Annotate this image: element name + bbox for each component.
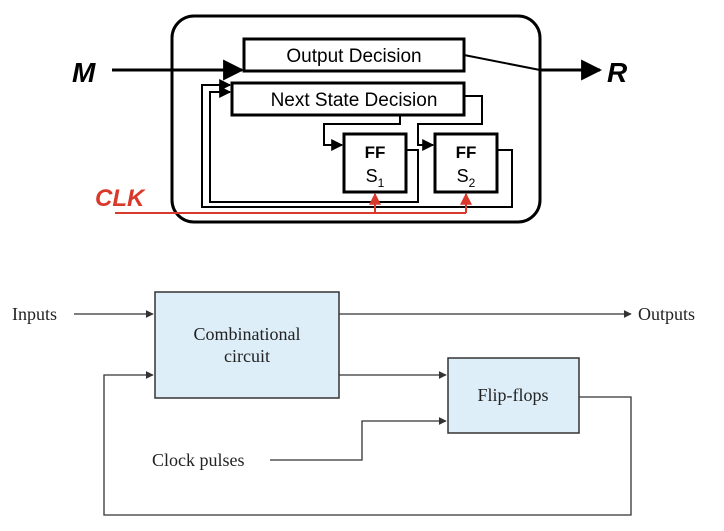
inputs-label: Inputs [12,304,57,324]
flipflop-s1-box [342,132,408,194]
output-decision-to-output-line [463,54,541,71]
output-decision-box [242,37,466,73]
clock-label-clk: CLK [95,185,146,212]
next-state-decision-box [230,81,466,117]
bottom-sequential-circuit-diagram: Combinational circuit Flip-flops Inputs … [12,291,695,516]
next-state-to-ff1-line [323,115,401,151]
combinational-circuit-label-line2: circuit [224,346,270,366]
next-state-to-ff2-line [417,95,483,151]
next-state-decision-label: Next State Decision [271,90,438,111]
ff1-feedback-line [209,86,419,203]
flipflop-s1-title: FF [365,143,386,162]
flipflop-s2-title: FF [456,143,477,162]
flipflop-s2-box [433,132,499,194]
system-boundary [170,14,542,224]
combinational-circuit-box [154,291,340,399]
output-label-r: R [607,57,628,88]
flipflop-s1-state: S1 [366,166,385,190]
flipflops-box [447,357,580,434]
flipflops-label: Flip-flops [477,385,548,405]
combinational-circuit-label-line1: Combinational [194,324,301,344]
top-state-machine-diagram: M Output Decision Next State Decision R … [72,14,628,224]
input-label-m: M [72,57,96,88]
ff2-feedback-line [201,79,513,208]
outputs-label: Outputs [638,304,695,324]
clock-pulses-label: Clock pulses [152,450,245,470]
clock-pulses-line [270,417,447,461]
flipflop-s2-state: S2 [457,166,476,190]
output-decision-label: Output Decision [286,46,421,67]
feedback-loop-line [103,371,632,516]
